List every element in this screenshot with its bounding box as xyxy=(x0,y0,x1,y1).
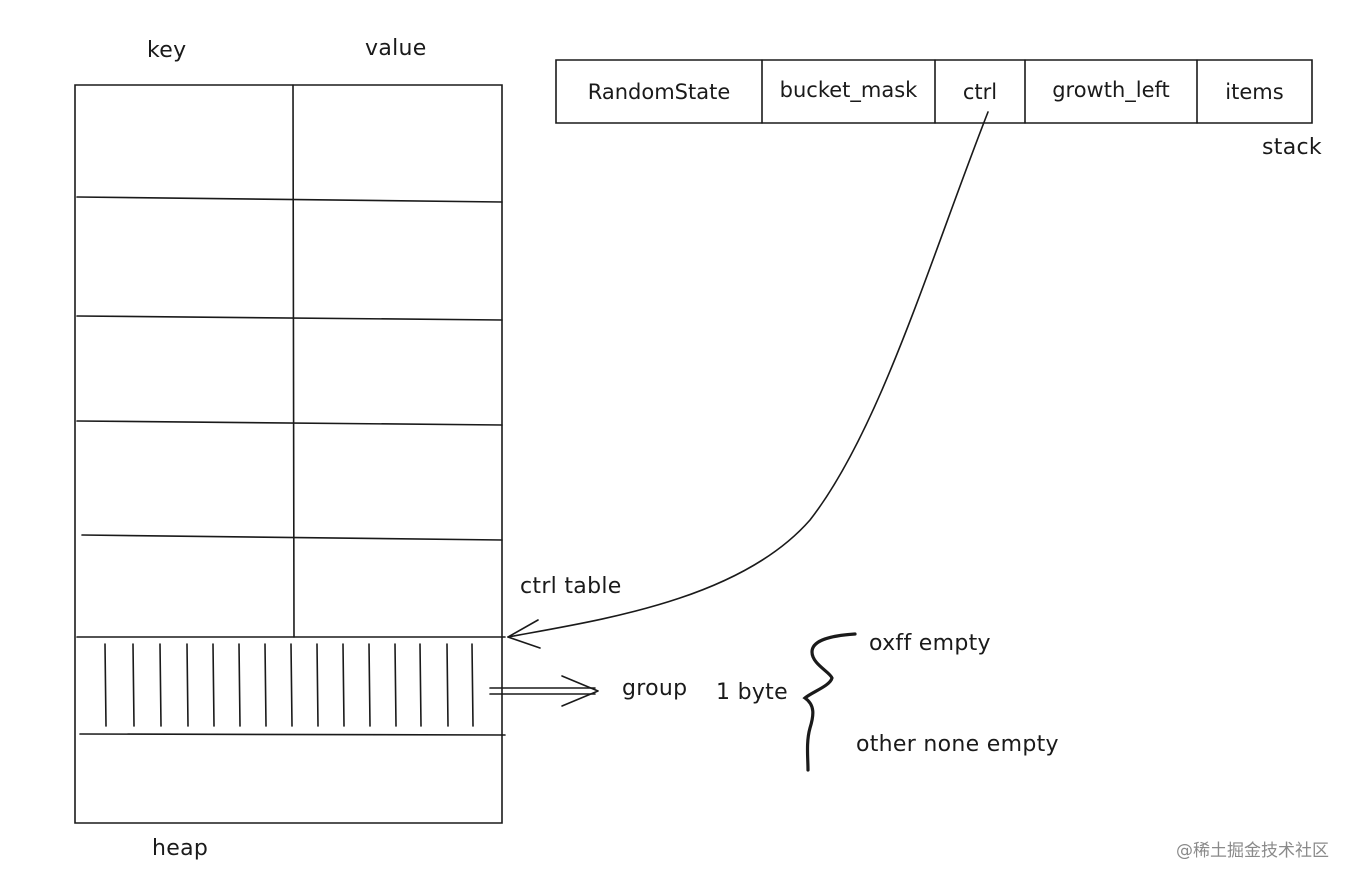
ctrl-byte-tick xyxy=(159,643,162,727)
group-arrow xyxy=(489,687,596,695)
ctrl-byte-tick xyxy=(264,643,267,727)
heap-row-divider xyxy=(81,534,503,541)
heap-column-key: key xyxy=(147,38,187,63)
ctrl-table-bottom xyxy=(79,733,506,736)
heap-box xyxy=(74,84,503,824)
empty-state-label: oxff empty xyxy=(869,631,991,656)
group-label: group xyxy=(622,676,688,701)
group-arrowhead xyxy=(561,675,599,707)
ctrl-pointer-arrowhead xyxy=(507,619,541,649)
ctrl-pointer-arrow xyxy=(507,111,989,638)
watermark: @稀土掘金技术社区 xyxy=(1176,841,1329,861)
heap-label: heap xyxy=(152,836,209,861)
ctrl-byte-tick xyxy=(238,643,241,727)
heap-column-value: value xyxy=(365,36,427,61)
stack-box xyxy=(555,59,1313,124)
heap-column-divider xyxy=(292,84,295,638)
ctrl-byte-tick xyxy=(132,643,135,727)
non-empty-state-label: other none empty xyxy=(856,732,1059,757)
ctrl-byte-tick xyxy=(212,643,215,727)
stack-field-ctrl: ctrl xyxy=(962,79,998,104)
ctrl-byte-tick xyxy=(290,643,293,727)
ctrl-table-label: ctrl table xyxy=(520,574,622,599)
ctrl-byte-tick xyxy=(368,643,371,727)
ctrl-byte-tick xyxy=(419,643,422,727)
heap-row-divider xyxy=(76,420,503,426)
ctrl-byte-tick xyxy=(471,643,474,727)
heap-row-divider xyxy=(76,315,503,321)
stack-field-items: items xyxy=(1225,79,1284,104)
curly-brace xyxy=(802,632,857,772)
ctrl-byte-tick xyxy=(446,643,449,727)
ctrl-byte-tick xyxy=(342,643,345,727)
stack-field-bucket-mask: bucket_mask xyxy=(779,78,918,102)
heap-row-divider xyxy=(76,196,503,203)
stack-field-growth-left: growth_left xyxy=(1052,78,1170,102)
stack-field-randomstate: RandomState xyxy=(587,79,731,104)
ctrl-byte-ticks xyxy=(104,643,474,727)
byte-size-label: 1 byte xyxy=(716,680,788,705)
ctrl-byte-tick xyxy=(186,643,189,727)
ctrl-byte-tick xyxy=(394,643,397,727)
stack-label: stack xyxy=(1262,135,1322,160)
ctrl-byte-tick xyxy=(316,643,319,727)
ctrl-byte-tick xyxy=(104,643,107,727)
